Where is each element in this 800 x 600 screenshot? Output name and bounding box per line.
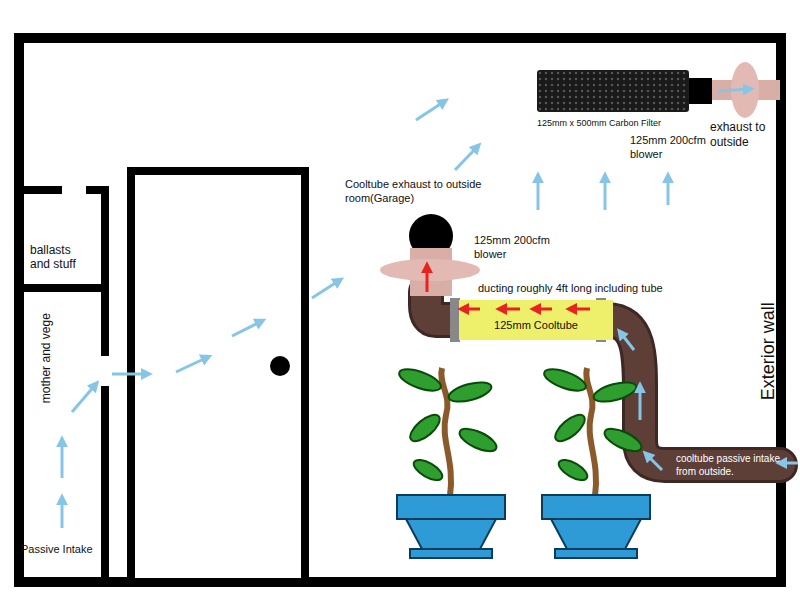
leaf: [447, 379, 494, 406]
airflow-arrow: [312, 280, 340, 298]
hot-air-arrow: [462, 308, 480, 311]
potted-plant: [397, 365, 505, 558]
potted-plant: [542, 365, 650, 558]
airflow-arrow: [232, 321, 262, 336]
hot-air-arrow: [534, 308, 552, 311]
partition-wall: [101, 186, 109, 356]
intake-label: cooltube passive intake from outside.: [676, 453, 780, 478]
airflow-arrow: [61, 498, 64, 528]
airflow-arrow: [176, 357, 208, 372]
pot-rim: [397, 495, 505, 519]
leaf: [456, 424, 499, 455]
leaf: [397, 365, 444, 395]
airflow-arrow: [639, 386, 642, 420]
duct-label: ducting roughly 4ft long including tube: [478, 282, 663, 296]
airflow-arrow: [455, 146, 478, 170]
airflow-arrow: [604, 176, 607, 210]
airflow-arrow: [780, 462, 798, 465]
outer-wall: [19, 38, 781, 582]
cooltube-box: 125mm Cooltube: [459, 300, 613, 340]
leaf: [411, 456, 446, 484]
room-box: mother and vegePassive Intake: [20, 293, 100, 578]
exhaust-label: exhaust to outside: [710, 120, 782, 150]
partition-wall: [14, 284, 109, 292]
airflow-arrow: [620, 332, 634, 350]
blower-label: 125mm 200cfm blower: [630, 134, 712, 162]
room-label: mother and vege: [39, 293, 53, 423]
hot-air-arrow: [426, 266, 429, 292]
hot-air-arrow: [500, 308, 520, 311]
hot-air-arrow: [570, 308, 590, 311]
filter-collar: [688, 78, 712, 104]
partition-wall: [101, 386, 109, 584]
blower-label: 125mm 200cfm blower: [474, 234, 556, 262]
airflow-arrow: [416, 101, 445, 120]
note-label: Cooltube exhaust to outside room(Garage): [345, 178, 495, 206]
airflow-arrow: [72, 384, 96, 412]
wall-label: Exterior wall: [757, 291, 780, 411]
filter-heading: 125mm x 500mm Carbon Filter: [537, 118, 661, 129]
door: [131, 171, 305, 582]
airflow-arrow: [667, 176, 670, 205]
room-label: ballasts and stuff: [30, 243, 92, 272]
airflow-arrow: [112, 373, 148, 376]
airflow-arrow: [537, 176, 540, 210]
partition-wall: [14, 186, 62, 194]
blower-flange: [380, 259, 480, 281]
pot-body: [406, 519, 496, 549]
leaf: [406, 410, 444, 445]
airflow-arrow: [718, 89, 750, 91]
carbon-filter: 125mm x 500mm Carbon Filter: [537, 70, 689, 112]
pot-base: [410, 549, 492, 558]
airflow-arrow: [61, 440, 64, 478]
cooltube-label: 125mm Cooltube: [459, 319, 613, 332]
door-knob: [270, 356, 290, 376]
room-box: ballasts and stuff: [20, 195, 100, 283]
intake-label: Passive Intake: [21, 543, 93, 556]
partition-wall: [86, 186, 109, 194]
hot-air-arrows: [427, 266, 590, 309]
airflow-arrows: [62, 89, 798, 528]
airflow-arrow: [646, 454, 662, 470]
